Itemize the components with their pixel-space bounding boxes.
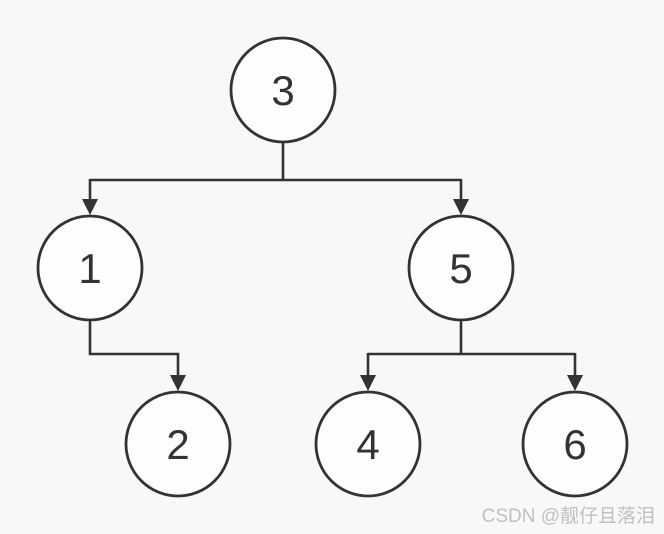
- node-circle: [407, 214, 515, 322]
- node-label: 3: [271, 67, 294, 114]
- tree-node-left-right: 2: [124, 390, 232, 498]
- node-circle: [229, 36, 337, 144]
- arrowhead-icon: [170, 375, 186, 391]
- arrowhead-icon: [567, 375, 583, 391]
- arrowhead-icon: [453, 199, 469, 215]
- edge-root-to-children: [82, 142, 469, 215]
- node-circle: [36, 214, 144, 322]
- node-label: 5: [449, 245, 472, 292]
- edge-right-to-grandchildren: [360, 320, 583, 391]
- node-label: 6: [563, 421, 586, 468]
- tree-node-root: 3: [229, 36, 337, 144]
- edge-elbow: [88, 320, 180, 378]
- tree-node-right-left: 4: [314, 390, 422, 498]
- tree-node-left: 1: [36, 214, 144, 322]
- node-label: 4: [356, 421, 379, 468]
- edge-left-to-grandchild: [88, 320, 186, 391]
- node-circle: [314, 390, 422, 498]
- csdn-watermark: CSDN @靓仔且落泪: [482, 505, 655, 527]
- node-label: 2: [166, 421, 189, 468]
- tree-node-right: 5: [407, 214, 515, 322]
- arrowhead-icon: [82, 199, 98, 215]
- node-label: 1: [78, 245, 101, 292]
- arrowhead-icon: [360, 375, 376, 391]
- tree-node-right-right: 6: [521, 390, 629, 498]
- node-circle: [124, 390, 232, 498]
- node-circle: [521, 390, 629, 498]
